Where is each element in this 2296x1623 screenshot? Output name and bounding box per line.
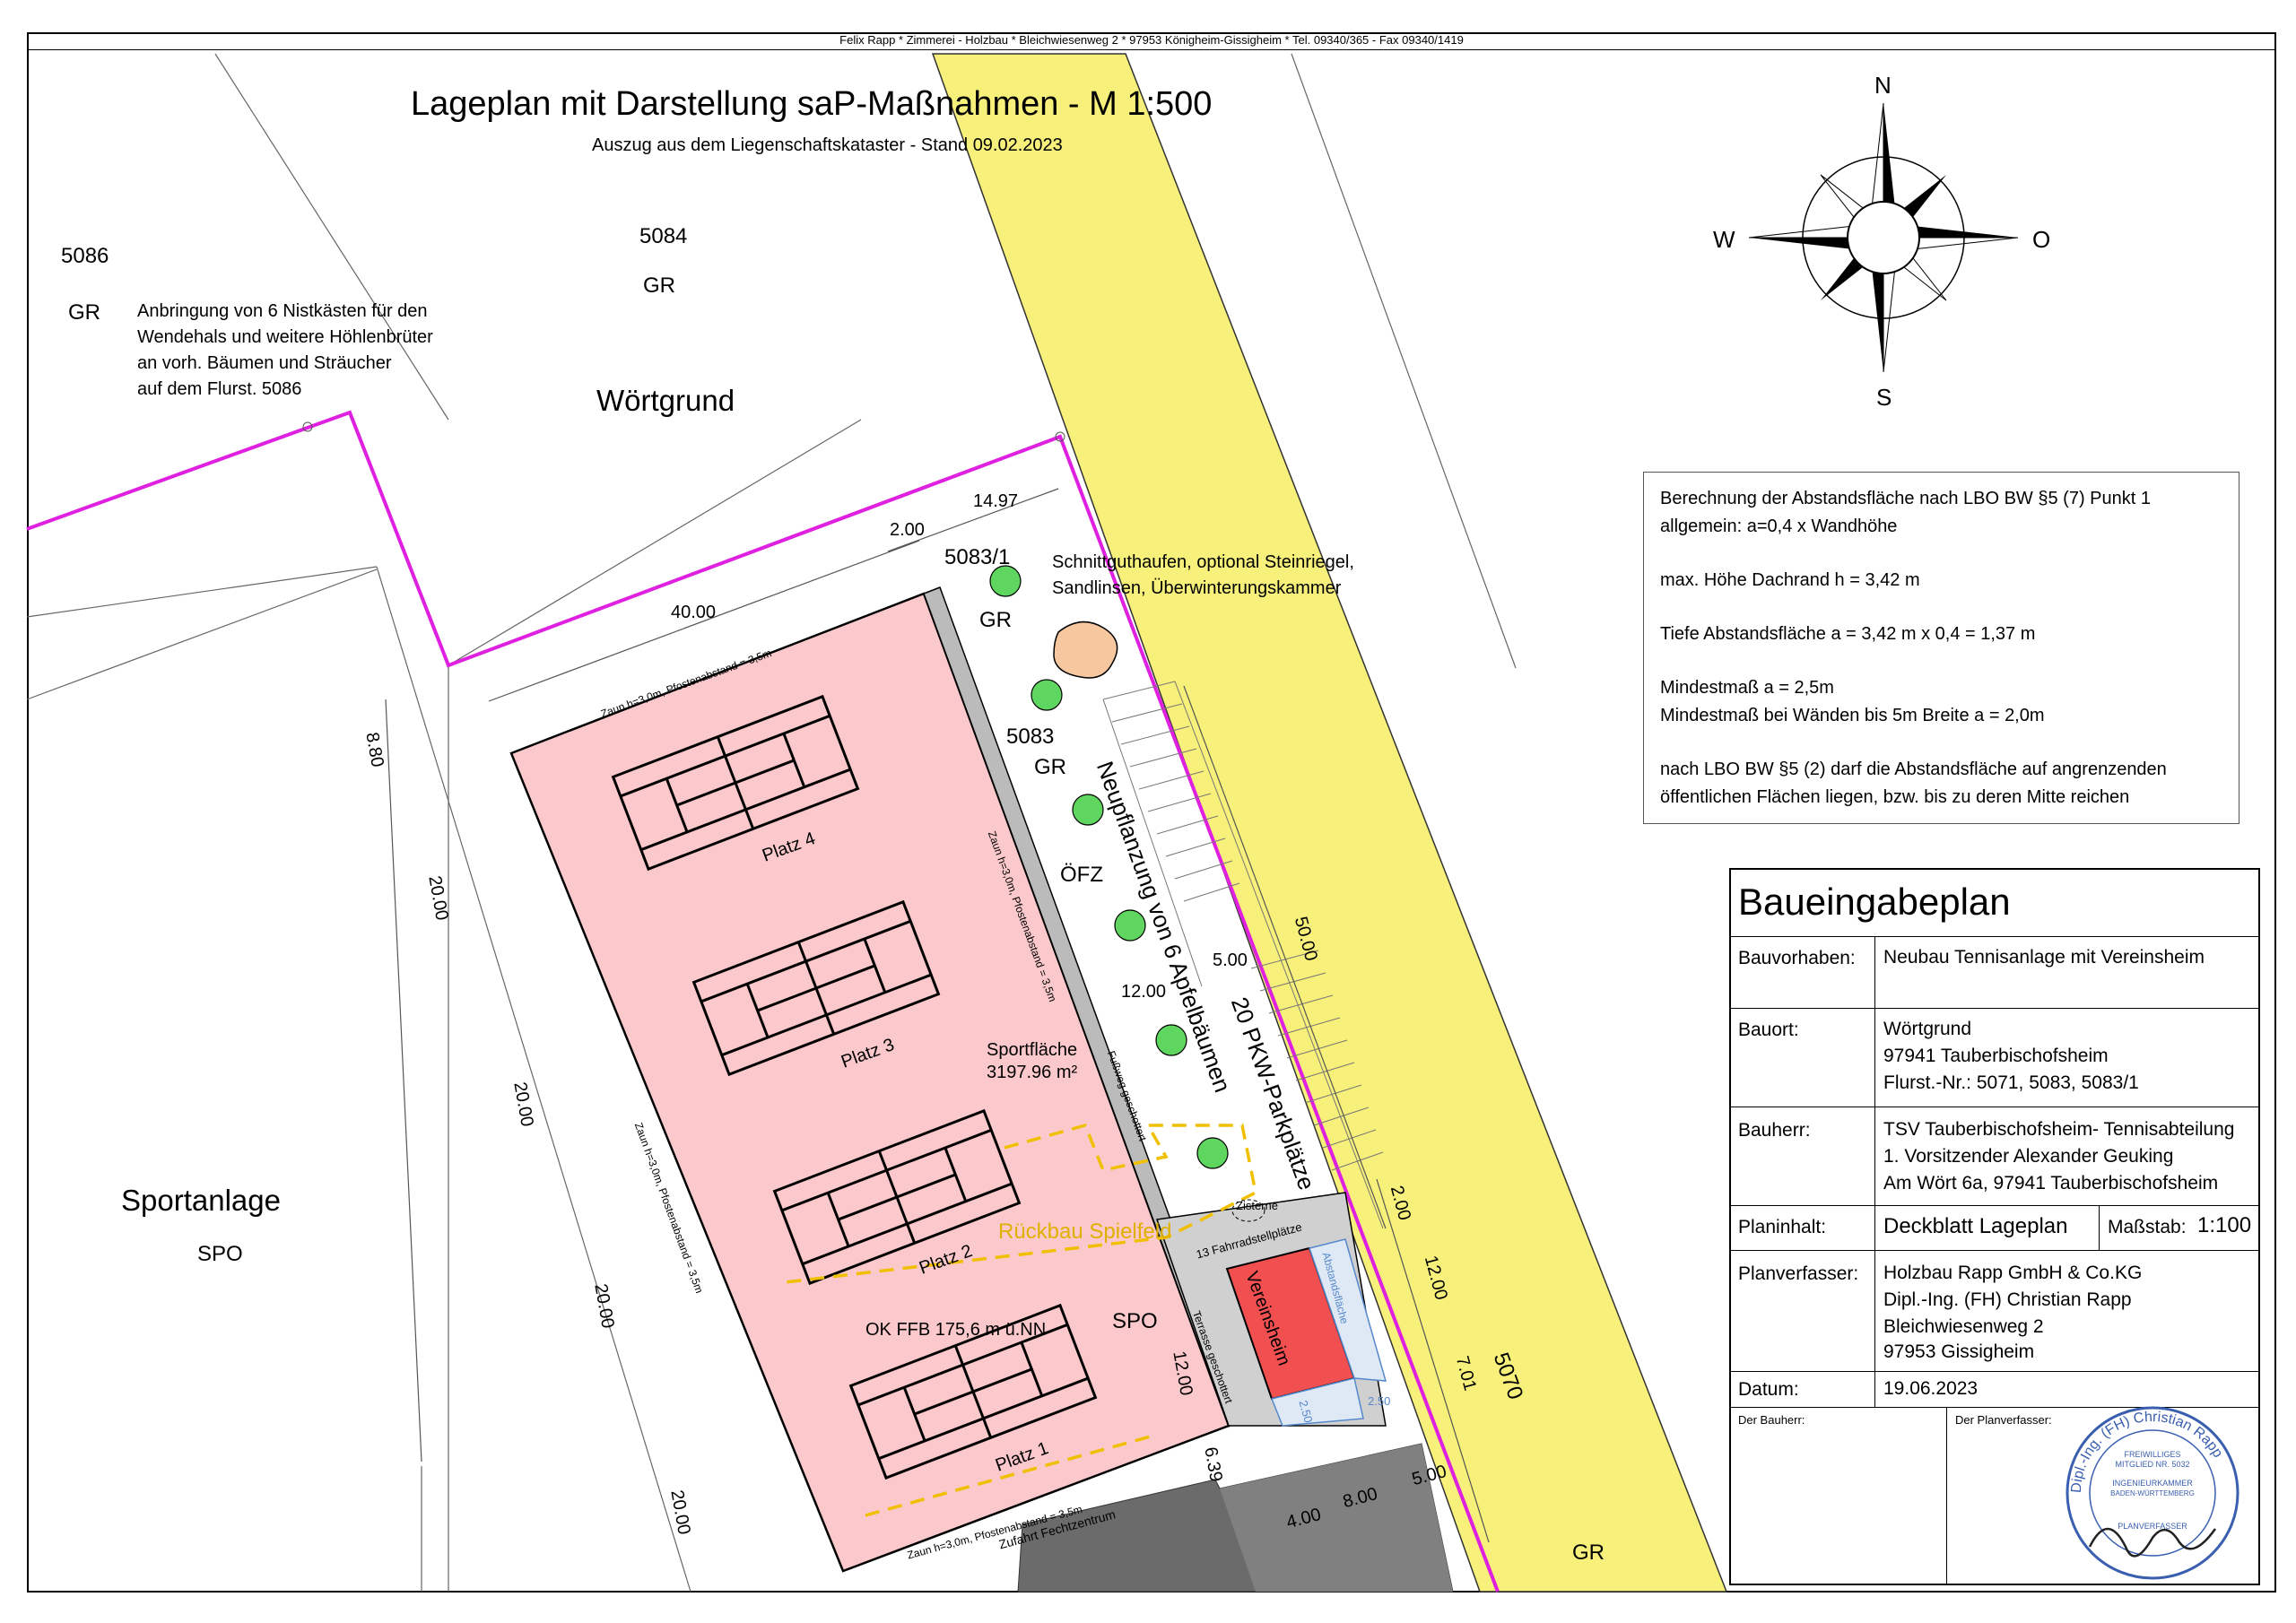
tb-row-bauvorhaben: Bauvorhaben: Neubau Tennisanlage mit Ver…: [1731, 937, 2258, 1009]
parking-stalls: [1102, 681, 1384, 1229]
compass-s: S: [1876, 384, 1892, 411]
boundary-line: [26, 410, 1500, 1593]
compass-n: N: [1874, 72, 1892, 99]
tb-val-planverfasser-3: Bleichwiesenweg 2: [1883, 1316, 2044, 1337]
note-sportflaeche: Sportfläche: [987, 1040, 1078, 1060]
dim-12-00-a: 12.00: [1121, 982, 1167, 1002]
dim-2-50-b: 2.50: [1368, 1394, 1391, 1408]
sportanlage-use: SPO: [197, 1242, 243, 1266]
stamp-inner-3: INGENIEURKAMMER: [2112, 1479, 2193, 1488]
tb-key-massstab: Maßstab:: [2108, 1217, 2187, 1237]
tb-val-planverfasser-1: Holzbau Rapp GmbH & Co.KG: [1883, 1263, 2143, 1283]
tb-val-planverfasser-4: 97953 Gissigheim: [1883, 1341, 2035, 1362]
note-ok-ffb: OK FFB 175,6 m ü.NN: [865, 1320, 1047, 1340]
parcel-5084: 5084: [639, 224, 688, 248]
tb-val-bauherr-1: TSV Tauberbischofsheim- Tennisabteilung: [1883, 1119, 2235, 1140]
tb-key-planverfasser: Planverfasser:: [1738, 1263, 1859, 1284]
calc-line-6: Mindestmaß bei Wänden bis 5m Breite a = …: [1660, 706, 2045, 725]
dim-2-00-a: 2.00: [890, 520, 925, 540]
calc-line-2: allgemein: a=0,4 x Wandhöhe: [1660, 516, 1898, 536]
note-zisterne: Zisterne: [1236, 1199, 1278, 1212]
compass-rose: [1748, 102, 2019, 373]
tb-row-datum: Datum: 19.06.2023: [1731, 1372, 2258, 1408]
abstandsflaeche-zone: [1309, 1238, 1387, 1382]
engineer-stamp: Dipl.-Ing. (FH) Christian Rapp FREIWILLI…: [2066, 1406, 2239, 1580]
abstandsflaeche-calculation: Berechnung der Abstandsfläche nach LBO B…: [1643, 472, 2239, 824]
tb-key-bauort: Bauort:: [1738, 1020, 1799, 1040]
tb-val-bauherr-2: 1. Vorsitzender Alexander Geuking: [1883, 1146, 2174, 1167]
parcel-5083-1: 5083/1: [944, 545, 1011, 569]
tb-val-bauort-2: 97941 Tauberbischofsheim: [1883, 1046, 2109, 1066]
parcel-5086: 5086: [61, 244, 109, 268]
note-schnittgut: Schnittguthaufen, optional Steinriegel, …: [1052, 552, 1354, 598]
tb-val-bauvorhaben: Neubau Tennisanlage mit Vereinsheim: [1883, 947, 2205, 968]
calc-line-7: nach LBO BW §5 (2) darf die Abstandsfläc…: [1660, 759, 2167, 779]
parcel-5084-use: GR: [643, 273, 675, 298]
tb-key-datum: Datum:: [1738, 1379, 1799, 1400]
dimension-lines: [385, 488, 1490, 1543]
tb-row-bauherr: Bauherr: TSV Tauberbischofsheim- Tennisa…: [1731, 1107, 2258, 1206]
dim-14-97: 14.97: [973, 491, 1019, 511]
tb-signature-area: Der Bauherr: Der Planverfasser:: [1731, 1408, 2258, 1584]
tb-val-bauort-1: Wörtgrund: [1883, 1019, 1972, 1039]
tennis-courts: [611, 694, 1098, 1480]
parcel-5083-1-use: GR: [979, 608, 1012, 632]
tb-row-planinhalt: Planinhalt: Deckblatt Lageplan Maßstab: …: [1731, 1206, 2258, 1251]
road-band-5070: [931, 53, 1728, 1593]
tb-row-planverfasser: Planverfasser: Holzbau Rapp GmbH & Co.KG…: [1731, 1251, 2258, 1372]
tb-val-datum: 19.06.2023: [1883, 1378, 1979, 1399]
plan-subtitle: Auszug aus dem Liegenschaftskataster - S…: [592, 135, 1063, 155]
stamp-inner-1: FREIWILLIGES: [2124, 1450, 2180, 1459]
area-name-woertgrund: Wörtgrund: [596, 384, 735, 417]
tb-val-bauherr-3: Am Wört 6a, 97941 Tauberbischofsheim: [1883, 1173, 2219, 1193]
tb-heading: Baueingabeplan: [1738, 881, 2011, 923]
note-sportflaeche-area: 3197.96 m²: [987, 1063, 1078, 1082]
tb-heading-row: Baueingabeplan: [1731, 870, 2258, 937]
plan-title: Lageplan mit Darstellung saP-Maßnahmen -…: [411, 85, 1213, 123]
calc-line-4: Tiefe Abstandsfläche a = 3,42 m x 0,4 = …: [1660, 624, 2036, 644]
calc-line-3: max. Höhe Dachrand h = 3,42 m: [1660, 570, 1920, 590]
schnittgut-heap: [1053, 621, 1118, 679]
tb-key-bauherr: Bauherr:: [1738, 1120, 1811, 1141]
stamp-inner-5: PLANVERFASSER: [2118, 1522, 2187, 1531]
tb-sig-bauherr: Der Bauherr:: [1738, 1413, 1805, 1427]
spo-small-label: SPO: [1112, 1309, 1158, 1333]
note-nistkaesten: Anbringung von 6 Nistkästen für den Wend…: [137, 301, 433, 399]
dim-40-00: 40.00: [671, 603, 717, 622]
rueckbau-outline: [784, 1123, 1257, 1517]
tb-key-planinhalt: Planinhalt:: [1738, 1217, 1827, 1237]
dim-5-00-a: 5.00: [1213, 950, 1248, 970]
cadastral-lines: [26, 53, 1517, 1593]
sportanlage-label: Sportanlage: [121, 1184, 281, 1217]
calc-line-8: öffentlichen Flächen liegen, bzw. bis zu…: [1660, 787, 2130, 807]
parcel-ofz: ÖFZ: [1060, 863, 1103, 887]
parcel-5083-use: GR: [1034, 755, 1066, 779]
title-block: Baueingabeplan Bauvorhaben: Neubau Tenni…: [1729, 868, 2260, 1585]
parcel-5083: 5083: [1006, 725, 1055, 749]
tb-val-planinhalt: Deckblatt Lageplan: [1883, 1214, 2068, 1238]
tb-key-bauvorhaben: Bauvorhaben:: [1738, 948, 1856, 968]
calc-line-5: Mindestmaß a = 2,5m: [1660, 678, 1834, 698]
tb-val-massstab: 1:100: [2197, 1213, 2252, 1237]
compass-w: W: [1713, 226, 1735, 253]
calc-line-1: Berechnung der Abstandsfläche nach LBO B…: [1660, 489, 2151, 508]
gr-bottom-label: GR: [1572, 1541, 1605, 1565]
header-line: Felix Rapp * Zimmerei - Holzbau * Bleich…: [27, 32, 2276, 50]
parcel-5086-use: GR: [68, 300, 100, 325]
stamp-inner-4: BADEN-WÜRTTEMBERG: [2110, 1489, 2195, 1497]
tb-sig-planverfasser: Der Planverfasser:: [1955, 1413, 2052, 1427]
note-rueckbau: Rückbau Spielfeld: [998, 1219, 1172, 1244]
tb-val-planverfasser-2: Dipl.-Ing. (FH) Christian Rapp: [1883, 1289, 2132, 1310]
tb-val-bauort-3: Flurst.-Nr.: 5071, 5083, 5083/1: [1883, 1072, 2139, 1093]
stamp-inner-2: MITGLIED NR. 5032: [2115, 1460, 2189, 1469]
tb-row-bauort: Bauort: Wörtgrund 97941 Tauberbischofshe…: [1731, 1009, 2258, 1107]
compass-o: O: [2032, 226, 2051, 253]
apple-trees: [989, 565, 1229, 1169]
